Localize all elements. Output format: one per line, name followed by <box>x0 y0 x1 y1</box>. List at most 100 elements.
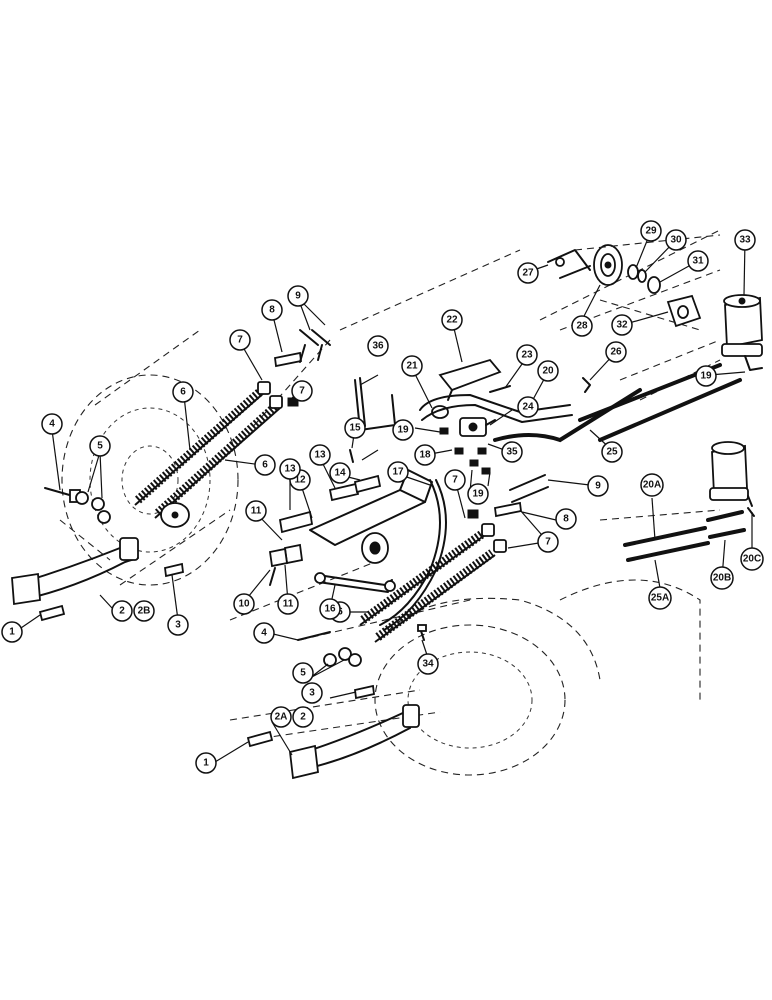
bolt-10 <box>269 567 276 586</box>
callout-5-left: 5 <box>89 435 111 457</box>
svg-text:5: 5 <box>97 441 103 452</box>
bracket-22 <box>438 358 502 401</box>
callout-13-right: 13 <box>309 444 331 466</box>
callout-34: 34 <box>417 653 439 675</box>
callout-20A: 20A <box>640 473 664 497</box>
svg-text:8: 8 <box>563 514 569 525</box>
left-pin-8 <box>274 351 302 368</box>
fitting-20C <box>747 507 755 517</box>
svg-text:2: 2 <box>119 606 125 617</box>
svg-text:24: 24 <box>522 402 534 413</box>
reservoir-lower <box>709 441 753 507</box>
callout-7-left-bottom: 7 <box>291 380 313 402</box>
svg-text:13: 13 <box>314 450 326 461</box>
right-fittings-5 <box>323 647 362 667</box>
pin-34 <box>417 624 427 641</box>
svg-text:9: 9 <box>595 481 601 492</box>
crank-27 <box>547 249 591 279</box>
callout-20: 20 <box>537 360 559 382</box>
gasket-32 <box>666 294 702 328</box>
callout-18: 18 <box>414 444 436 466</box>
callout-8-left: 8 <box>261 299 283 321</box>
hose-25 <box>493 388 642 443</box>
svg-text:21: 21 <box>406 361 418 372</box>
right-lower-link-arm <box>289 704 420 780</box>
pin-15 <box>349 449 354 463</box>
svg-text:6: 6 <box>262 460 268 471</box>
svg-text:13: 13 <box>284 464 296 475</box>
svg-text:16: 16 <box>324 604 336 615</box>
svg-text:1: 1 <box>9 627 15 638</box>
callout-2A: 2A <box>270 706 292 728</box>
fitting-26 <box>582 377 591 393</box>
callout-35: 35 <box>501 441 523 463</box>
callout-23: 23 <box>516 344 538 366</box>
callout-11-top: 11 <box>245 500 267 522</box>
svg-text:3: 3 <box>309 688 315 699</box>
hose-20B <box>706 510 746 539</box>
right-spring-ends-7 <box>467 509 507 553</box>
svg-text:14: 14 <box>334 468 346 479</box>
callout-7-right-bottom: 7 <box>537 531 559 553</box>
svg-text:29: 29 <box>645 226 657 237</box>
callout-11-bottom: 11 <box>277 593 299 615</box>
left-pin-3 <box>164 562 184 578</box>
callout-20B: 20B <box>710 566 734 590</box>
callout-5-right: 5 <box>292 662 314 684</box>
left-wheel-outline <box>61 329 239 586</box>
pin-23 <box>489 385 511 393</box>
left-hub <box>160 502 190 528</box>
callout-2B: 2B <box>133 600 155 622</box>
right-springs-6 <box>359 530 496 643</box>
svg-text:19: 19 <box>472 489 484 500</box>
reservoir-33 <box>721 294 763 371</box>
callout-28: 28 <box>571 315 593 337</box>
callout-1-right: 1 <box>195 752 217 774</box>
svg-text:30: 30 <box>670 235 682 246</box>
callout-32: 32 <box>611 314 633 336</box>
svg-text:20: 20 <box>542 366 554 377</box>
callout-36: 36 <box>367 335 389 357</box>
callout-16: 16 <box>319 598 341 620</box>
nut-30 <box>637 269 647 283</box>
svg-text:20C: 20C <box>743 554 761 565</box>
callout-6-left-top: 6 <box>172 381 194 403</box>
callout-33: 33 <box>734 229 756 251</box>
svg-text:7: 7 <box>237 335 243 346</box>
svg-text:2B: 2B <box>138 606 151 617</box>
bracket-13 <box>278 482 360 534</box>
callout-31: 31 <box>687 250 709 272</box>
svg-text:6: 6 <box>180 387 186 398</box>
callout-7-left-top: 7 <box>229 329 251 351</box>
svg-text:2: 2 <box>300 712 306 723</box>
svg-text:11: 11 <box>283 599 294 610</box>
svg-text:26: 26 <box>610 347 622 358</box>
callout-30: 30 <box>665 229 687 251</box>
callout-9-left: 9 <box>287 285 309 307</box>
svg-text:12: 12 <box>294 475 306 486</box>
svg-text:25A: 25A <box>651 593 669 604</box>
callout-24: 24 <box>517 396 539 418</box>
callout-15: 15 <box>344 417 366 439</box>
callout-21: 21 <box>401 355 423 377</box>
callout-19-top: 19 <box>392 419 414 441</box>
svg-text:32: 32 <box>616 320 628 331</box>
hose-20A-25A <box>623 526 710 562</box>
pulley-28 <box>593 244 623 286</box>
pin-14 <box>353 474 382 494</box>
svg-text:7: 7 <box>545 537 551 548</box>
svg-text:10: 10 <box>238 599 250 610</box>
svg-text:35: 35 <box>506 447 518 458</box>
svg-text:2A: 2A <box>275 712 288 723</box>
callout-10: 10 <box>233 593 255 615</box>
svg-text:27: 27 <box>522 268 534 279</box>
bracket-11 <box>268 543 304 568</box>
callout-29: 29 <box>640 220 662 242</box>
right-bolt-4 <box>297 631 331 641</box>
callout-19-mid: 19 <box>467 483 489 505</box>
svg-text:34: 34 <box>422 659 434 670</box>
callout-14: 14 <box>329 462 351 484</box>
callout-17: 17 <box>387 461 409 483</box>
svg-text:25: 25 <box>606 447 618 458</box>
